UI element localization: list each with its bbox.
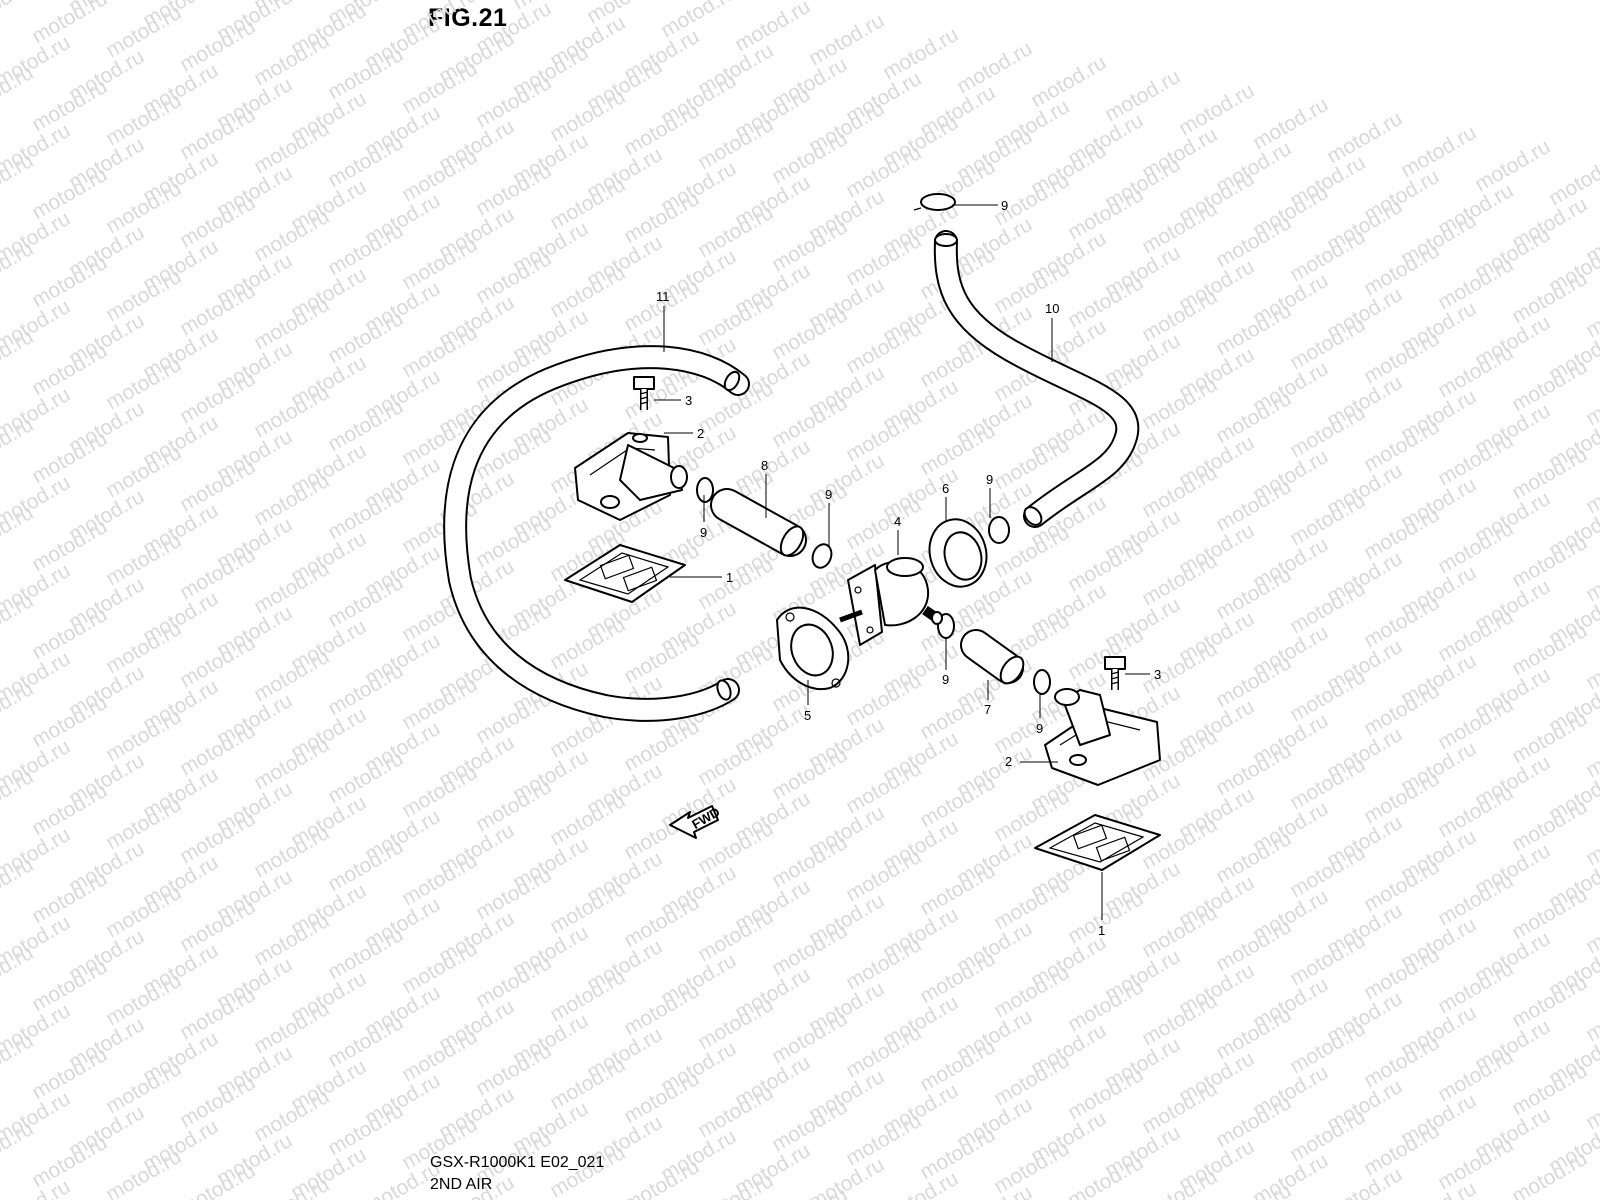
watermark-text: motod.ru bbox=[1397, 121, 1480, 182]
callout-9-near-valve6: 9 bbox=[986, 472, 993, 487]
hose-8 bbox=[710, 488, 807, 557]
callout-8: 8 bbox=[761, 458, 768, 473]
clamp-9-top bbox=[913, 193, 956, 211]
callout-1-lower: 1 bbox=[1098, 923, 1105, 938]
watermark-text: motod.ru bbox=[953, 37, 1036, 98]
hose-10 bbox=[933, 230, 1140, 528]
model-code: GSX-R1000K1 E02_021 bbox=[430, 1154, 605, 1171]
hose-7 bbox=[960, 629, 1025, 685]
callout-10: 10 bbox=[1045, 301, 1059, 316]
watermark-text: motod.ru bbox=[1027, 51, 1110, 112]
watermark-text: motod.ru bbox=[1471, 135, 1554, 196]
callout-labels: 11 3 2 9 8 9 1 4 6 9 10 9 5 9 7 9 3 2 1 bbox=[656, 198, 1161, 938]
callout-2-upper: 2 bbox=[697, 426, 704, 441]
callout-5: 5 bbox=[804, 708, 811, 723]
callout-7: 7 bbox=[984, 702, 991, 717]
watermark-text: motod.ru bbox=[1138, 1165, 1221, 1200]
section-name: 2ND AIR bbox=[430, 1176, 493, 1193]
callout-3-upper: 3 bbox=[685, 393, 692, 408]
watermark-text: motod.ru bbox=[805, 9, 888, 70]
callout-9-mid: 9 bbox=[942, 672, 949, 687]
callout-1-upper: 1 bbox=[726, 570, 733, 585]
figure-title: FIG.21 bbox=[428, 4, 508, 32]
bolt-3-upper bbox=[633, 376, 655, 410]
watermark-text: motod.ru bbox=[620, 1155, 703, 1200]
callout-2-lower: 2 bbox=[1005, 754, 1012, 769]
callout-3-lower: 3 bbox=[1154, 667, 1161, 682]
watermark-text: motod.ru bbox=[28, 0, 111, 48]
hose-11 bbox=[443, 345, 750, 722]
watermark-text: motod.ru bbox=[731, 0, 814, 56]
gasket-6 bbox=[928, 518, 988, 588]
bolt-3-lower bbox=[1104, 656, 1126, 690]
reed-valve-cover-2-upper bbox=[574, 432, 688, 521]
watermark-text: motod.ru bbox=[1323, 107, 1406, 168]
watermark-text: motod.ru bbox=[176, 1159, 259, 1200]
callout-9-lower: 9 bbox=[1036, 721, 1043, 736]
clamp-9-lower bbox=[1033, 669, 1051, 695]
callout-4: 4 bbox=[894, 514, 901, 529]
clamp-9-near-hose8 bbox=[811, 543, 833, 569]
reed-valve-1-lower bbox=[1034, 814, 1161, 871]
callout-9-near-hose8: 9 bbox=[825, 487, 832, 502]
clamp-9-upper-left bbox=[696, 477, 714, 503]
gasket-5 bbox=[776, 606, 850, 691]
watermark-text: motod.ru bbox=[1175, 79, 1258, 140]
watermark-text: motod.ru bbox=[657, 0, 740, 42]
watermark-text: motod.ru bbox=[1249, 93, 1332, 154]
watermark-text: motod.ru bbox=[1101, 65, 1184, 126]
callout-9-upper-left: 9 bbox=[700, 525, 707, 540]
watermark-text: motod.ru bbox=[1064, 1151, 1147, 1200]
leader-lines bbox=[654, 204, 1150, 920]
callout-11: 11 bbox=[656, 289, 670, 304]
callout-6: 6 bbox=[942, 481, 949, 496]
reed-valve-cover-2-lower bbox=[1044, 688, 1161, 786]
callout-9-top: 9 bbox=[1001, 198, 1008, 213]
reed-valve-1-upper bbox=[564, 544, 686, 603]
clamp-9-near-valve6 bbox=[988, 516, 1010, 544]
pair-valve-4 bbox=[839, 557, 943, 646]
watermark-text: motod.ru bbox=[879, 23, 962, 84]
